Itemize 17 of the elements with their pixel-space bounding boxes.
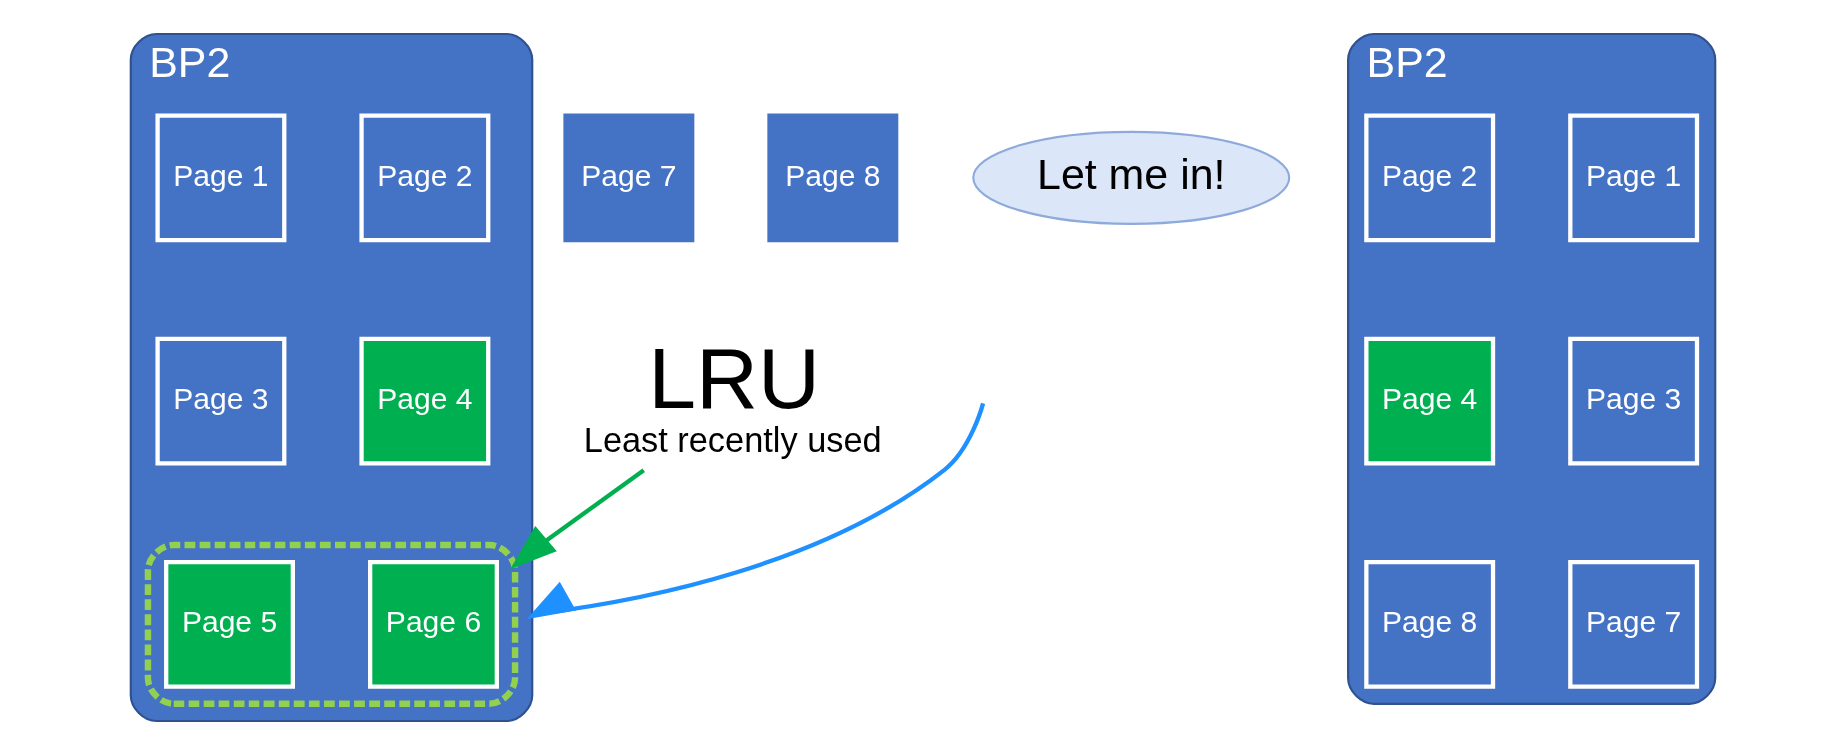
node-box: Page 7 bbox=[1567, 560, 1699, 689]
node-box: Page 2 bbox=[1363, 113, 1495, 243]
node-box: Page 2 bbox=[358, 113, 490, 243]
node-box: Page 4 bbox=[358, 336, 490, 466]
node-box: Page 4 bbox=[1363, 336, 1495, 466]
node-box: Page 8 bbox=[766, 113, 898, 243]
node-box: Page 1 bbox=[1567, 113, 1699, 243]
node-text: LRU Least recently used bbox=[583, 329, 882, 460]
node-box: Page 3 bbox=[154, 336, 286, 466]
node-ellipse: Let me in! bbox=[971, 130, 1290, 225]
node-box: Page 5 bbox=[163, 560, 295, 689]
cluster bbox=[144, 541, 518, 708]
node-box: Page 1 bbox=[154, 113, 286, 243]
node-box: Page 3 bbox=[1567, 336, 1699, 466]
node-box: Page 8 bbox=[1363, 560, 1495, 689]
node-box: Page 6 bbox=[367, 560, 499, 689]
node-box: Page 7 bbox=[562, 113, 694, 243]
